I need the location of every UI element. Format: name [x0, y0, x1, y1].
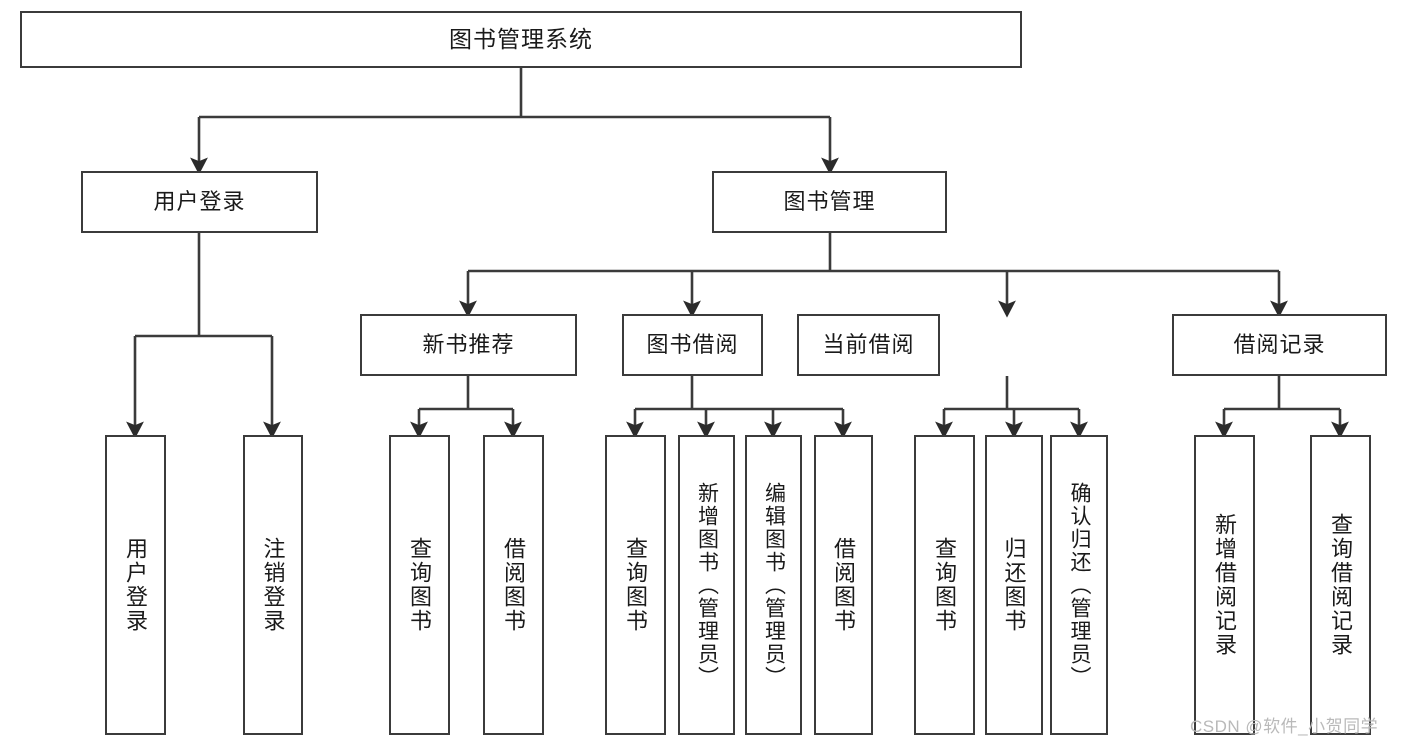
node-label: 用户登录	[153, 189, 246, 215]
node-label: 当前借阅	[822, 332, 915, 358]
node-label: 查询借阅记录	[1328, 513, 1354, 657]
leaf-query-book-1[interactable]: 查询图书	[389, 435, 450, 735]
node-label: 查询图书	[407, 537, 433, 633]
leaf-query-book-2[interactable]: 查询图书	[605, 435, 666, 735]
node-label: 查询图书	[623, 537, 649, 633]
leaf-logout[interactable]: 注销登录	[243, 435, 303, 735]
node-label: 图书管理	[783, 189, 876, 215]
node-label: 新增图书（管理员）	[695, 481, 719, 689]
node-current-borrow[interactable]: 当前借阅	[797, 314, 940, 376]
leaf-query-borrow-record[interactable]: 查询借阅记录	[1310, 435, 1371, 735]
leaf-add-borrow-record[interactable]: 新增借阅记录	[1194, 435, 1255, 735]
node-label: 查询图书	[932, 537, 958, 633]
node-label: 借阅图书	[831, 537, 857, 633]
leaf-add-book-admin[interactable]: 新增图书（管理员）	[678, 435, 735, 735]
node-book-borrow[interactable]: 图书借阅	[622, 314, 763, 376]
leaf-borrow-book-2[interactable]: 借阅图书	[814, 435, 873, 735]
node-label: 借阅图书	[501, 537, 527, 633]
node-label: 新书推荐	[422, 332, 515, 358]
leaf-confirm-return-admin[interactable]: 确认归还（管理员）	[1050, 435, 1108, 735]
leaf-return-book[interactable]: 归还图书	[985, 435, 1043, 735]
leaf-edit-book-admin[interactable]: 编辑图书（管理员）	[745, 435, 802, 735]
leaf-query-book-3[interactable]: 查询图书	[914, 435, 975, 735]
node-new-book-recommend[interactable]: 新书推荐	[360, 314, 577, 376]
leaf-user-login[interactable]: 用户登录	[105, 435, 166, 735]
node-borrow-record[interactable]: 借阅记录	[1172, 314, 1387, 376]
node-label: 注销登录	[260, 537, 286, 633]
node-label: 确认归还（管理员）	[1068, 481, 1092, 689]
node-book-manage[interactable]: 图书管理	[712, 171, 947, 233]
leaf-borrow-book-1[interactable]: 借阅图书	[483, 435, 544, 735]
node-label: 图书管理系统	[449, 25, 593, 52]
node-label: 图书借阅	[646, 332, 739, 358]
node-label: 归还图书	[1001, 537, 1027, 633]
watermark: CSDN @软件_小贺同学	[1190, 717, 1379, 736]
node-user-login[interactable]: 用户登录	[81, 171, 318, 233]
node-label: 新增借阅记录	[1212, 513, 1238, 657]
node-label: 编辑图书（管理员）	[762, 481, 786, 689]
node-label: 用户登录	[123, 537, 149, 633]
node-root[interactable]: 图书管理系统	[20, 11, 1022, 68]
node-label: 借阅记录	[1233, 332, 1326, 358]
